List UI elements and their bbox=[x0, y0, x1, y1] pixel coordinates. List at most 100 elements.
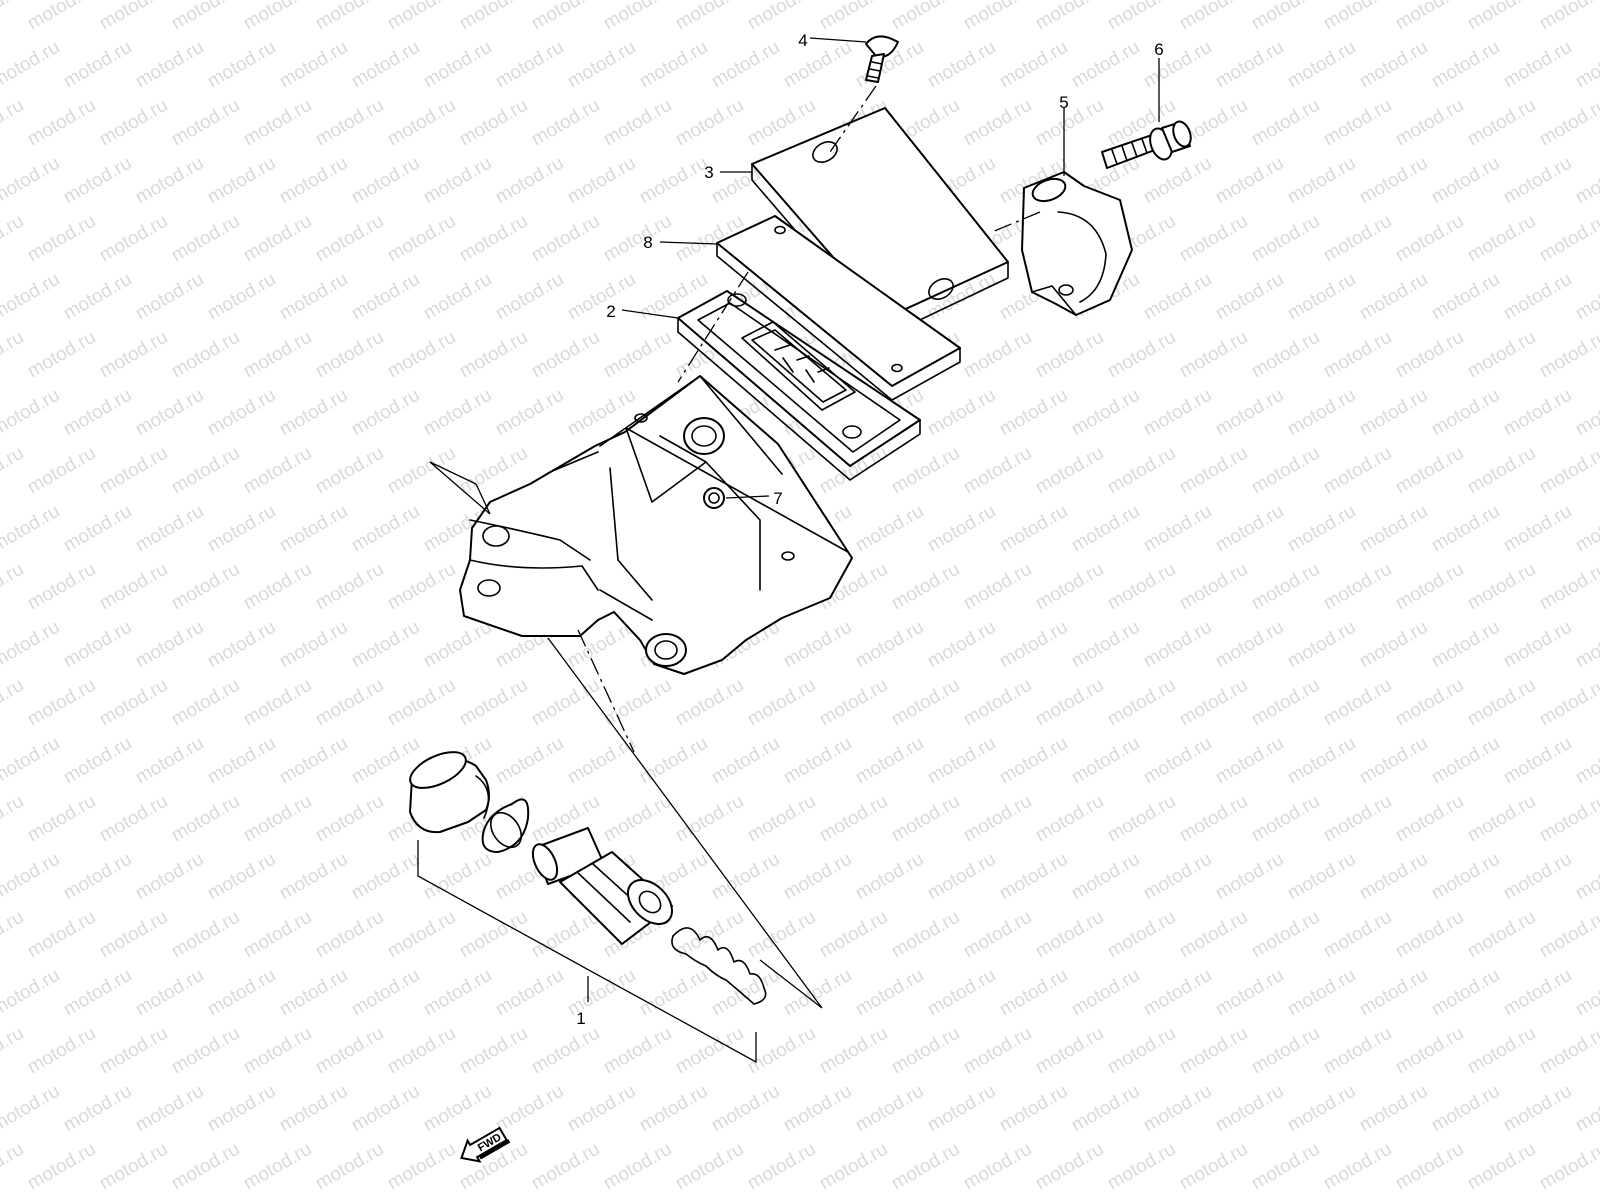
watermark-text: motod.ru bbox=[996, 733, 1071, 789]
part-4-screw bbox=[865, 35, 899, 83]
watermark-text: motod.ru bbox=[240, 791, 315, 847]
watermark-text: motod.ru bbox=[0, 1139, 27, 1195]
watermark-text: motod.ru bbox=[1428, 849, 1503, 905]
watermark-text: motod.ru bbox=[708, 849, 783, 905]
watermark-text: motod.ru bbox=[924, 733, 999, 789]
watermark-text: motod.ru bbox=[1248, 791, 1323, 847]
watermark-text: motod.ru bbox=[168, 327, 243, 383]
watermark-text: motod.ru bbox=[1176, 1023, 1251, 1079]
watermark-text: motod.ru bbox=[168, 1139, 243, 1195]
watermark-text: motod.ru bbox=[1500, 153, 1575, 209]
watermark-text: motod.ru bbox=[132, 849, 207, 905]
watermark-text: motod.ru bbox=[1068, 733, 1143, 789]
watermark-text: motod.ru bbox=[1428, 965, 1503, 1021]
watermark-text: motod.ru bbox=[1032, 1023, 1107, 1079]
watermark-text: motod.ru bbox=[492, 733, 567, 789]
watermark-text: motod.ru bbox=[1356, 617, 1431, 673]
watermark-text: motod.ru bbox=[780, 37, 855, 93]
watermark-text: motod.ru bbox=[1176, 0, 1251, 34]
watermark-text: motod.ru bbox=[1500, 849, 1575, 905]
watermark-text: motod.ru bbox=[1428, 501, 1503, 557]
watermark-text: motod.ru bbox=[96, 791, 171, 847]
watermark-text: motod.ru bbox=[276, 733, 351, 789]
watermark-text: motod.ru bbox=[420, 37, 495, 93]
watermark-text: motod.ru bbox=[1212, 37, 1287, 93]
watermark-text: motod.ru bbox=[420, 269, 495, 325]
callout-6: 6 bbox=[1154, 40, 1163, 59]
watermark-text: motod.ru bbox=[1068, 501, 1143, 557]
watermark-text: motod.ru bbox=[1140, 1081, 1215, 1137]
centre-lines bbox=[577, 85, 1041, 753]
watermark-text: motod.ru bbox=[1536, 791, 1600, 847]
watermark-text: motod.ru bbox=[204, 1081, 279, 1137]
watermark-text: motod.ru bbox=[96, 907, 171, 963]
callout-2: 2 bbox=[606, 302, 615, 321]
watermark-text: motod.ru bbox=[600, 1139, 675, 1195]
watermark-text: motod.ru bbox=[816, 675, 891, 731]
watermark-text: motod.ru bbox=[1464, 327, 1539, 383]
watermark-text: motod.ru bbox=[1320, 327, 1395, 383]
watermark-text: motod.ru bbox=[1392, 1139, 1467, 1195]
watermark-text: motod.ru bbox=[528, 675, 603, 731]
watermark-text: motod.ru bbox=[1248, 675, 1323, 731]
watermark-text: motod.ru bbox=[852, 617, 927, 673]
watermark-text: motod.ru bbox=[60, 37, 135, 93]
watermark-text: motod.ru bbox=[312, 1139, 387, 1195]
watermark-text: motod.ru bbox=[168, 675, 243, 731]
watermark-text: motod.ru bbox=[1356, 965, 1431, 1021]
watermark-text: motod.ru bbox=[888, 0, 963, 34]
watermark-text: motod.ru bbox=[744, 1139, 819, 1195]
watermark-text: motod.ru bbox=[1572, 849, 1600, 905]
watermark-text: motod.ru bbox=[24, 675, 99, 731]
watermark-text: motod.ru bbox=[204, 849, 279, 905]
watermark-text: motod.ru bbox=[528, 95, 603, 151]
watermark-text: motod.ru bbox=[276, 965, 351, 1021]
watermark-text: motod.ru bbox=[1464, 1023, 1539, 1079]
watermark-text: motod.ru bbox=[1068, 385, 1143, 441]
watermark-text: motod.ru bbox=[96, 0, 171, 34]
watermark-text: motod.ru bbox=[168, 443, 243, 499]
watermark-text: motod.ru bbox=[1068, 1197, 1143, 1200]
watermark-text: motod.ru bbox=[1572, 269, 1600, 325]
watermark-text: motod.ru bbox=[168, 95, 243, 151]
watermark-text: motod.ru bbox=[96, 1139, 171, 1195]
watermark-text: motod.ru bbox=[672, 675, 747, 731]
watermark-text: motod.ru bbox=[0, 0, 27, 34]
watermark-text: motod.ru bbox=[636, 153, 711, 209]
watermark-text: motod.ru bbox=[24, 791, 99, 847]
watermark-text: motod.ru bbox=[240, 907, 315, 963]
watermark-text: motod.ru bbox=[1284, 617, 1359, 673]
watermark-text: motod.ru bbox=[60, 501, 135, 557]
watermark-text: motod.ru bbox=[312, 0, 387, 34]
watermark-text: motod.ru bbox=[1392, 559, 1467, 615]
watermark-text: motod.ru bbox=[1248, 443, 1323, 499]
watermark-text: motod.ru bbox=[492, 965, 567, 1021]
watermark-text: motod.ru bbox=[1284, 1081, 1359, 1137]
watermark-text: motod.ru bbox=[1536, 907, 1600, 963]
watermark-text: motod.ru bbox=[492, 385, 567, 441]
watermark-text: motod.ru bbox=[1464, 0, 1539, 34]
watermark-text: motod.ru bbox=[708, 1081, 783, 1137]
watermark-text: motod.ru bbox=[852, 965, 927, 1021]
watermark-text: motod.ru bbox=[1068, 849, 1143, 905]
watermark-text: motod.ru bbox=[132, 965, 207, 1021]
watermark-text: motod.ru bbox=[1536, 559, 1600, 615]
watermark-text: motod.ru bbox=[0, 675, 27, 731]
watermark-text: motod.ru bbox=[816, 0, 891, 34]
watermark-text: motod.ru bbox=[1284, 37, 1359, 93]
watermark-text: motod.ru bbox=[348, 1197, 423, 1200]
watermark-text: motod.ru bbox=[1392, 1023, 1467, 1079]
watermark-text: motod.ru bbox=[1212, 269, 1287, 325]
watermark-text: motod.ru bbox=[1464, 1139, 1539, 1195]
watermark-text: motod.ru bbox=[1176, 791, 1251, 847]
watermark-text: motod.ru bbox=[600, 327, 675, 383]
watermark-text: motod.ru bbox=[384, 1023, 459, 1079]
watermark-text: motod.ru bbox=[348, 37, 423, 93]
watermark-text: motod.ru bbox=[240, 327, 315, 383]
watermark-text: motod.ru bbox=[1104, 0, 1179, 34]
watermark-text: motod.ru bbox=[96, 211, 171, 267]
watermark-text: motod.ru bbox=[924, 849, 999, 905]
watermark-text: motod.ru bbox=[600, 211, 675, 267]
watermark-text: motod.ru bbox=[1284, 385, 1359, 441]
watermark-text: motod.ru bbox=[132, 617, 207, 673]
